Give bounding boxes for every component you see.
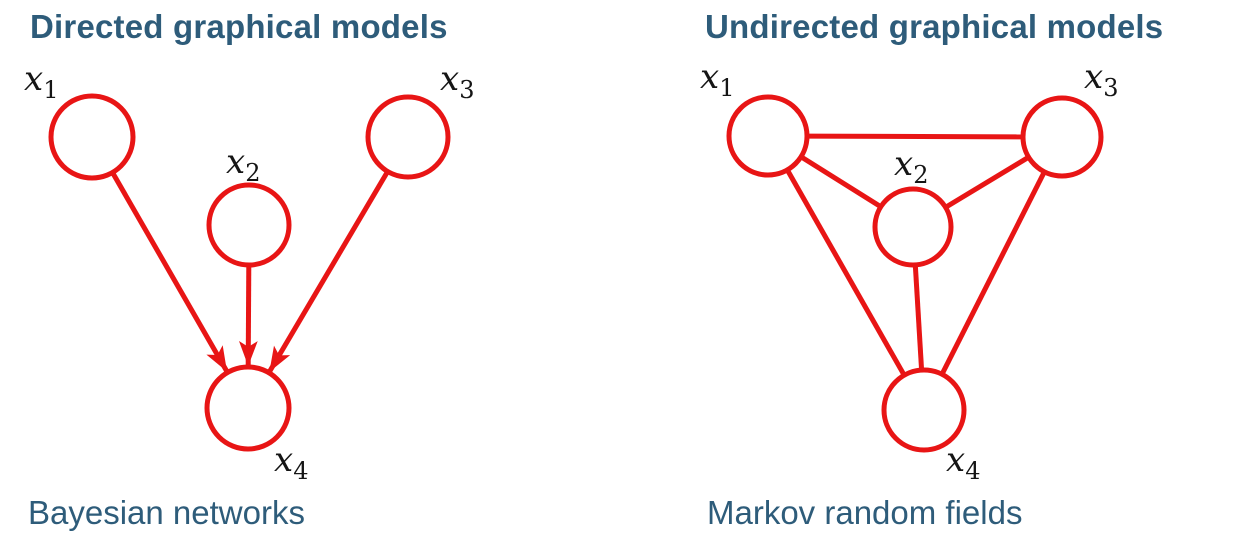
node-undirected-x2 <box>872 186 954 268</box>
node-directed-x4 <box>204 364 292 452</box>
node-directed-x3 <box>365 94 451 180</box>
edge-undirected-x1-x4 <box>785 168 907 377</box>
node-label-directed-x1: x1 <box>24 59 58 104</box>
edge-undirected-x2-x3 <box>944 155 1030 210</box>
node-label-directed-x4: x4 <box>274 440 308 485</box>
edge-undirected-x2-x4 <box>912 264 925 371</box>
node-directed-x2 <box>206 182 292 268</box>
node-directed-x1 <box>48 93 136 181</box>
node-label-undirected-x3: x3 <box>1084 57 1118 102</box>
edge-undirected-x1-x2 <box>799 154 883 209</box>
edge-undirected-x1-x3 <box>806 133 1024 140</box>
edge-directed-x1-x4 <box>110 171 229 372</box>
node-undirected-x3 <box>1020 95 1104 179</box>
edge-directed-x2-x4 <box>238 264 258 367</box>
panel-title-undirected: Undirected graphical models <box>705 8 1164 45</box>
panel-caption-directed: Bayesian networks <box>28 494 305 531</box>
node-label-undirected-x2: x2 <box>894 144 928 189</box>
edge-directed-x3-x4 <box>267 170 390 373</box>
edges-layer <box>110 133 1047 377</box>
node-label-undirected-x4: x4 <box>946 440 980 485</box>
node-label-undirected-x1: x1 <box>700 57 734 102</box>
node-undirected-x4 <box>881 367 967 453</box>
panel-caption-undirected: Markov random fields <box>707 494 1023 531</box>
node-label-directed-x2: x2 <box>226 142 260 187</box>
panel-title-directed: Directed graphical models <box>30 8 448 45</box>
nodes-layer <box>48 93 1104 453</box>
edge-undirected-x3-x4 <box>939 170 1047 376</box>
node-undirected-x1 <box>726 94 810 178</box>
node-label-directed-x3: x3 <box>440 59 474 104</box>
